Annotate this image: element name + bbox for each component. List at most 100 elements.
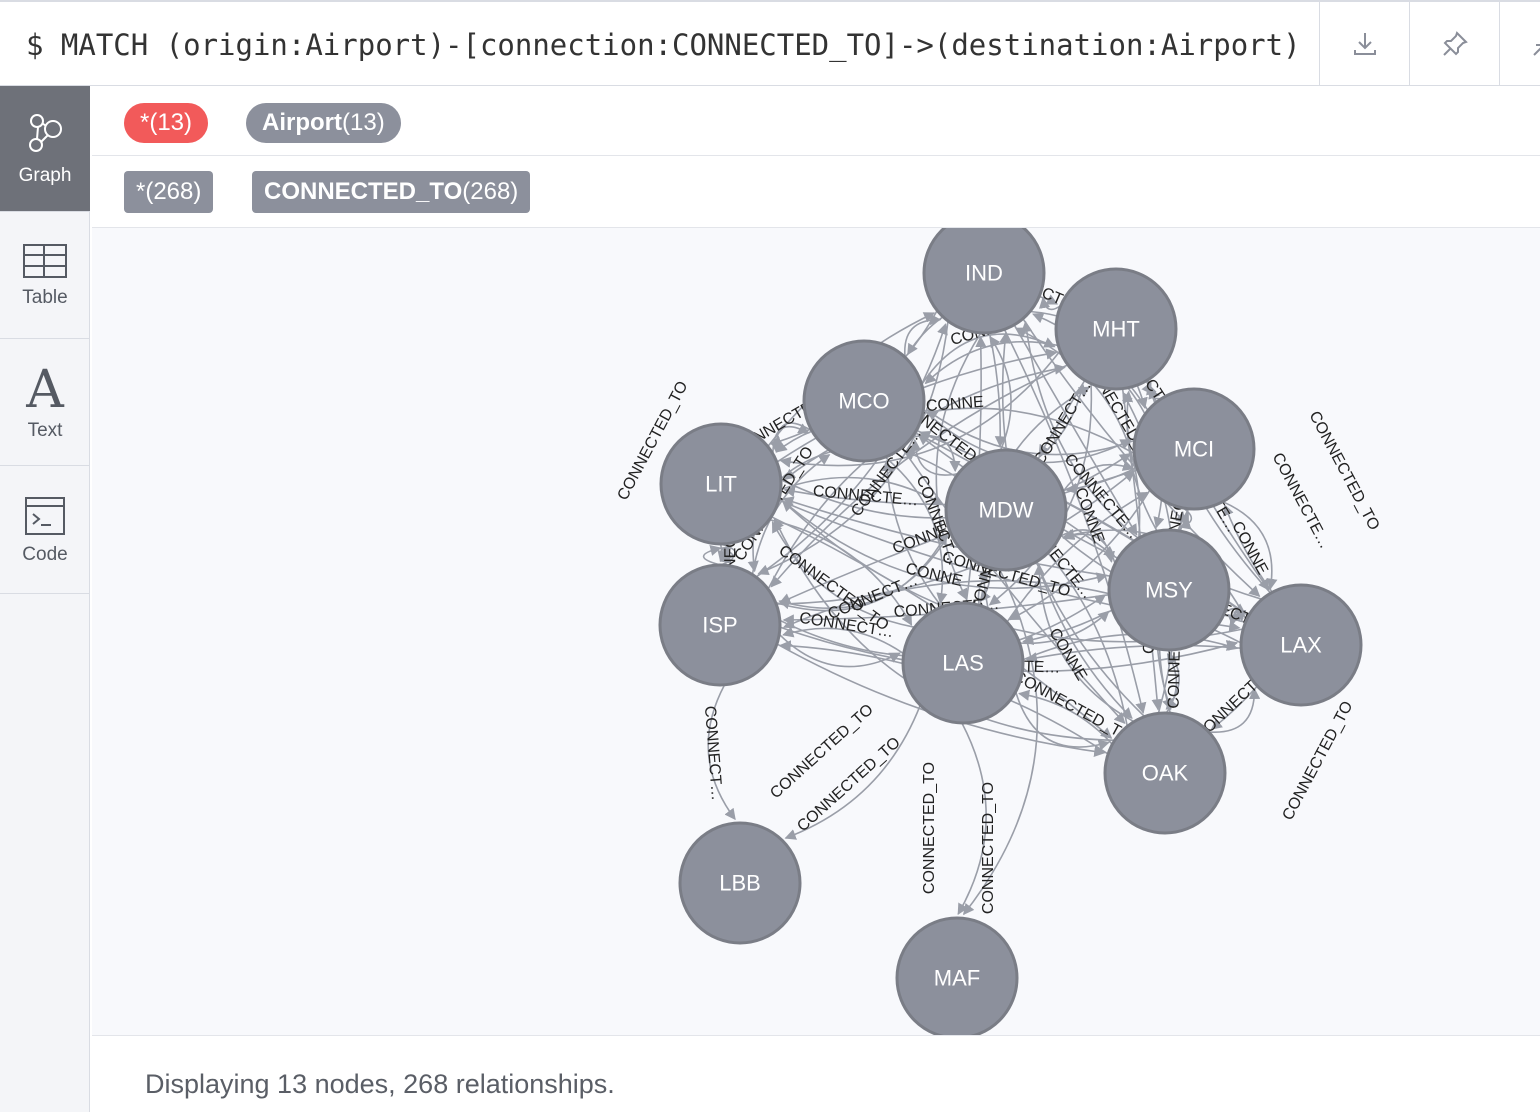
legend-label: Airport [262, 109, 342, 136]
relationship-edge[interactable] [772, 423, 810, 454]
node-label-all[interactable]: *(13) [124, 103, 209, 143]
sidebar-item-label: Text [27, 419, 63, 441]
legend-count: (13) [149, 109, 193, 136]
sidebar-item-label: Graph [18, 164, 72, 186]
pin-button[interactable] [1409, 2, 1500, 86]
airport-node[interactable]: LBB [678, 821, 802, 945]
airport-node-circle[interactable] [1239, 583, 1363, 707]
relationship-edge[interactable] [1222, 500, 1278, 590]
relationship-edge[interactable] [1179, 507, 1193, 530]
relationship-edge[interactable] [1025, 644, 1242, 664]
relationship-edge[interactable] [881, 459, 943, 608]
airport-node-circle[interactable] [1103, 711, 1227, 835]
legend-count: (268) [462, 178, 519, 205]
collapse-button[interactable] [1499, 2, 1540, 86]
legend-label: * [140, 109, 150, 136]
airport-node-circle[interactable] [895, 916, 1019, 1036]
relationship-edge[interactable] [1008, 489, 1151, 621]
airport-node-circle[interactable] [944, 448, 1068, 572]
airport-node[interactable]: LAX [1239, 583, 1363, 707]
airport-node-circle[interactable] [901, 601, 1025, 725]
relationship-edge[interactable] [775, 430, 813, 453]
airport-node[interactable]: LIT [659, 422, 783, 546]
airport-node-circle[interactable] [1132, 387, 1256, 511]
airport-node-circle[interactable] [802, 339, 926, 463]
download-button[interactable] [1319, 2, 1410, 86]
airport-node[interactable]: MCI [1132, 387, 1256, 511]
relationship-edge[interactable] [1121, 390, 1158, 532]
download-icon [1354, 33, 1376, 55]
relationship-label: CONNECTED_TO [1279, 699, 1356, 824]
relationship-edge[interactable] [707, 684, 736, 821]
relationship-edge[interactable] [775, 532, 948, 612]
relationship-edge[interactable] [1223, 607, 1247, 622]
airport-node[interactable]: MHT [1054, 267, 1178, 391]
graph-canvas[interactable]: CONNECTED_TOCONNECT…CONNECTE…CONNECONNEC… [92, 228, 1540, 1036]
airport-node-label: ISP [702, 613, 737, 638]
relationship-edge[interactable] [778, 531, 951, 610]
relationship-edge[interactable] [1014, 691, 1110, 751]
relationship-edge[interactable] [1062, 460, 1135, 492]
airport-node-label: MHT [1092, 317, 1140, 342]
rel-type-all[interactable]: *(268) [124, 171, 214, 213]
legend-label: * [136, 178, 146, 205]
legend-count: (268) [145, 178, 202, 205]
sidebar-item-graph[interactable]: Graph [0, 86, 90, 212]
airport-node[interactable]: ISP [658, 563, 782, 687]
airport-node-circle[interactable] [1054, 267, 1178, 391]
airport-node-circle[interactable] [922, 228, 1046, 335]
query-text[interactable]: $ MATCH (origin:Airport)-[connection:CON… [26, 28, 1316, 62]
pin-icon [1443, 31, 1468, 56]
airport-node[interactable]: MCO [802, 339, 926, 463]
relationship-edge[interactable] [1223, 504, 1273, 593]
relationship-edge[interactable] [1208, 687, 1261, 733]
relationship-edge[interactable] [1033, 563, 1135, 723]
relationship-edge[interactable] [979, 567, 991, 603]
airport-node[interactable]: OAK [1103, 711, 1227, 835]
relationship-edge[interactable] [719, 543, 737, 564]
relationship-edge[interactable] [1038, 296, 1062, 311]
relationship-edge[interactable] [784, 704, 922, 840]
airport-node-circle[interactable] [1107, 528, 1231, 652]
relationship-edge[interactable] [988, 332, 1006, 448]
airport-node-circle[interactable] [678, 821, 802, 945]
relationship-label: CONNECTED_TO [767, 701, 877, 802]
relationship-edge[interactable] [884, 456, 948, 605]
relationship-edge[interactable] [783, 486, 947, 506]
relationship-edge[interactable] [963, 569, 1039, 916]
status-text: Displaying 13 nodes, 268 relationships. [145, 1069, 615, 1099]
relationship-label: CONNECTED_TO [980, 782, 997, 914]
code-icon [25, 496, 65, 535]
relationship-edge[interactable] [776, 470, 1135, 605]
rel-type-connected-to[interactable]: CONNECTED_TO(268) [252, 171, 531, 213]
relationship-edge[interactable] [924, 340, 1059, 385]
relationship-edge[interactable] [1003, 329, 1147, 714]
airport-node[interactable]: MDW [944, 448, 1068, 572]
relationship-edge[interactable] [1006, 491, 1149, 623]
relationship-edge[interactable] [771, 521, 915, 629]
relationship-edge[interactable] [702, 544, 722, 566]
airport-node-circle[interactable] [659, 422, 783, 546]
relationship-edge[interactable] [977, 570, 990, 606]
relationship-edge[interactable] [782, 626, 905, 655]
relationship-edge[interactable] [1019, 610, 1110, 645]
relationship-edge[interactable] [903, 449, 1129, 727]
node-label-airport[interactable]: Airport(13) [246, 103, 401, 143]
airport-node[interactable]: LAS [901, 601, 1025, 725]
relationship-edge[interactable] [957, 722, 987, 915]
airport-node[interactable]: MAF [895, 916, 1019, 1036]
relationship-edge[interactable] [1227, 613, 1246, 626]
airport-node-label: MCO [838, 389, 889, 414]
sidebar-item-table[interactable]: Table [0, 213, 90, 339]
relationship-edge[interactable] [1018, 689, 1113, 745]
text-icon: A [26, 359, 64, 420]
airport-node[interactable]: IND [922, 228, 1046, 335]
sidebar-item-text[interactable]: A Text [0, 340, 90, 466]
sidebar-item-code[interactable]: Code [0, 468, 90, 594]
relationship-edge[interactable] [1165, 653, 1178, 714]
airport-node-circle[interactable] [658, 563, 782, 687]
graph-visualization[interactable]: CONNECTED_TOCONNECT…CONNECTE…CONNECONNEC… [92, 228, 1540, 1036]
airport-node[interactable]: MSY [1107, 528, 1231, 652]
sidebar-item-label: Code [22, 543, 68, 565]
sidebar-item-label: Table [22, 286, 68, 308]
